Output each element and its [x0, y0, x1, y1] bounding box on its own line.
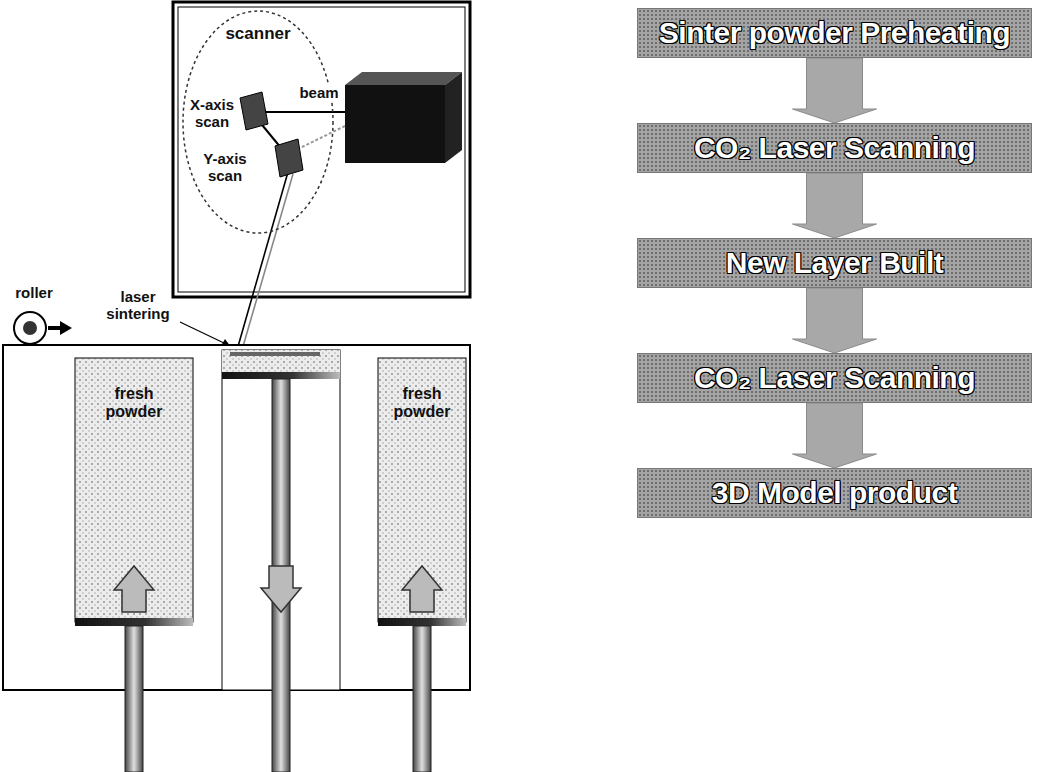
- node-text: 3D Model product: [712, 476, 957, 510]
- part-label: roller: [4, 284, 64, 301]
- node-text: CO₂ Laser Scanning: [694, 361, 975, 395]
- node-text: Sinter powder Preheating: [659, 16, 1010, 50]
- roller-arrow: [60, 321, 72, 335]
- process-box: CO₂ Laser Scanning: [637, 353, 1032, 403]
- beam-line: [300, 126, 345, 148]
- machine-housing: [3, 345, 470, 690]
- laser-source: [345, 85, 445, 163]
- process-box: Sinter powder Preheating: [637, 8, 1032, 58]
- process-box: CO₂ Laser Scanning: [637, 123, 1032, 173]
- roller-symbol: [23, 321, 37, 335]
- beam-line: [242, 174, 293, 350]
- node-text: New Layer Built: [726, 246, 944, 280]
- piston-rod: [413, 626, 431, 772]
- flow-arrow: [793, 288, 877, 353]
- node-text: CO₂ Laser Scanning: [694, 131, 975, 165]
- part-label: beam: [296, 84, 342, 101]
- roller-symbol: [14, 312, 46, 344]
- node-text: scanner: [182, 10, 334, 44]
- scanner-frame: [173, 2, 470, 297]
- scanner-ellipse: [183, 11, 333, 233]
- laser-top: [345, 72, 462, 85]
- piston-rod: [125, 626, 143, 772]
- beam-line: [237, 172, 288, 350]
- process-box: New Layer Built: [637, 238, 1032, 288]
- laser-side: [445, 72, 462, 163]
- part-label: laser sintering: [98, 288, 178, 323]
- build-powder: [222, 350, 340, 372]
- up-arrow: [114, 566, 154, 612]
- powder-chamber-label: fresh powder: [99, 385, 169, 422]
- piston-plate: [222, 372, 340, 379]
- piston-plate: [378, 618, 466, 626]
- powder-chamber-label: fresh powder: [387, 385, 457, 422]
- flow-arrow: [793, 173, 877, 238]
- part-label: X-axis scan: [188, 96, 236, 131]
- powder-chamber: [75, 358, 193, 622]
- down-arrow: [261, 566, 301, 612]
- y-mirror: [275, 139, 303, 177]
- node-text: fresh powder: [99, 385, 169, 422]
- up-arrow: [402, 566, 442, 612]
- process-box: 3D Model product: [637, 468, 1032, 518]
- flow-arrow: [793, 58, 877, 123]
- roller-arrow: [48, 326, 62, 330]
- part-label: Y-axis scan: [200, 150, 250, 185]
- leader-line: [180, 322, 226, 344]
- sintered-layer: [230, 352, 320, 356]
- piston-plate: [75, 618, 193, 626]
- x-mirror: [240, 92, 268, 130]
- flow-arrow: [793, 403, 877, 468]
- powder-chamber: [378, 358, 466, 622]
- node-text: fresh powder: [387, 385, 457, 422]
- scanner-frame-inner: [178, 7, 465, 292]
